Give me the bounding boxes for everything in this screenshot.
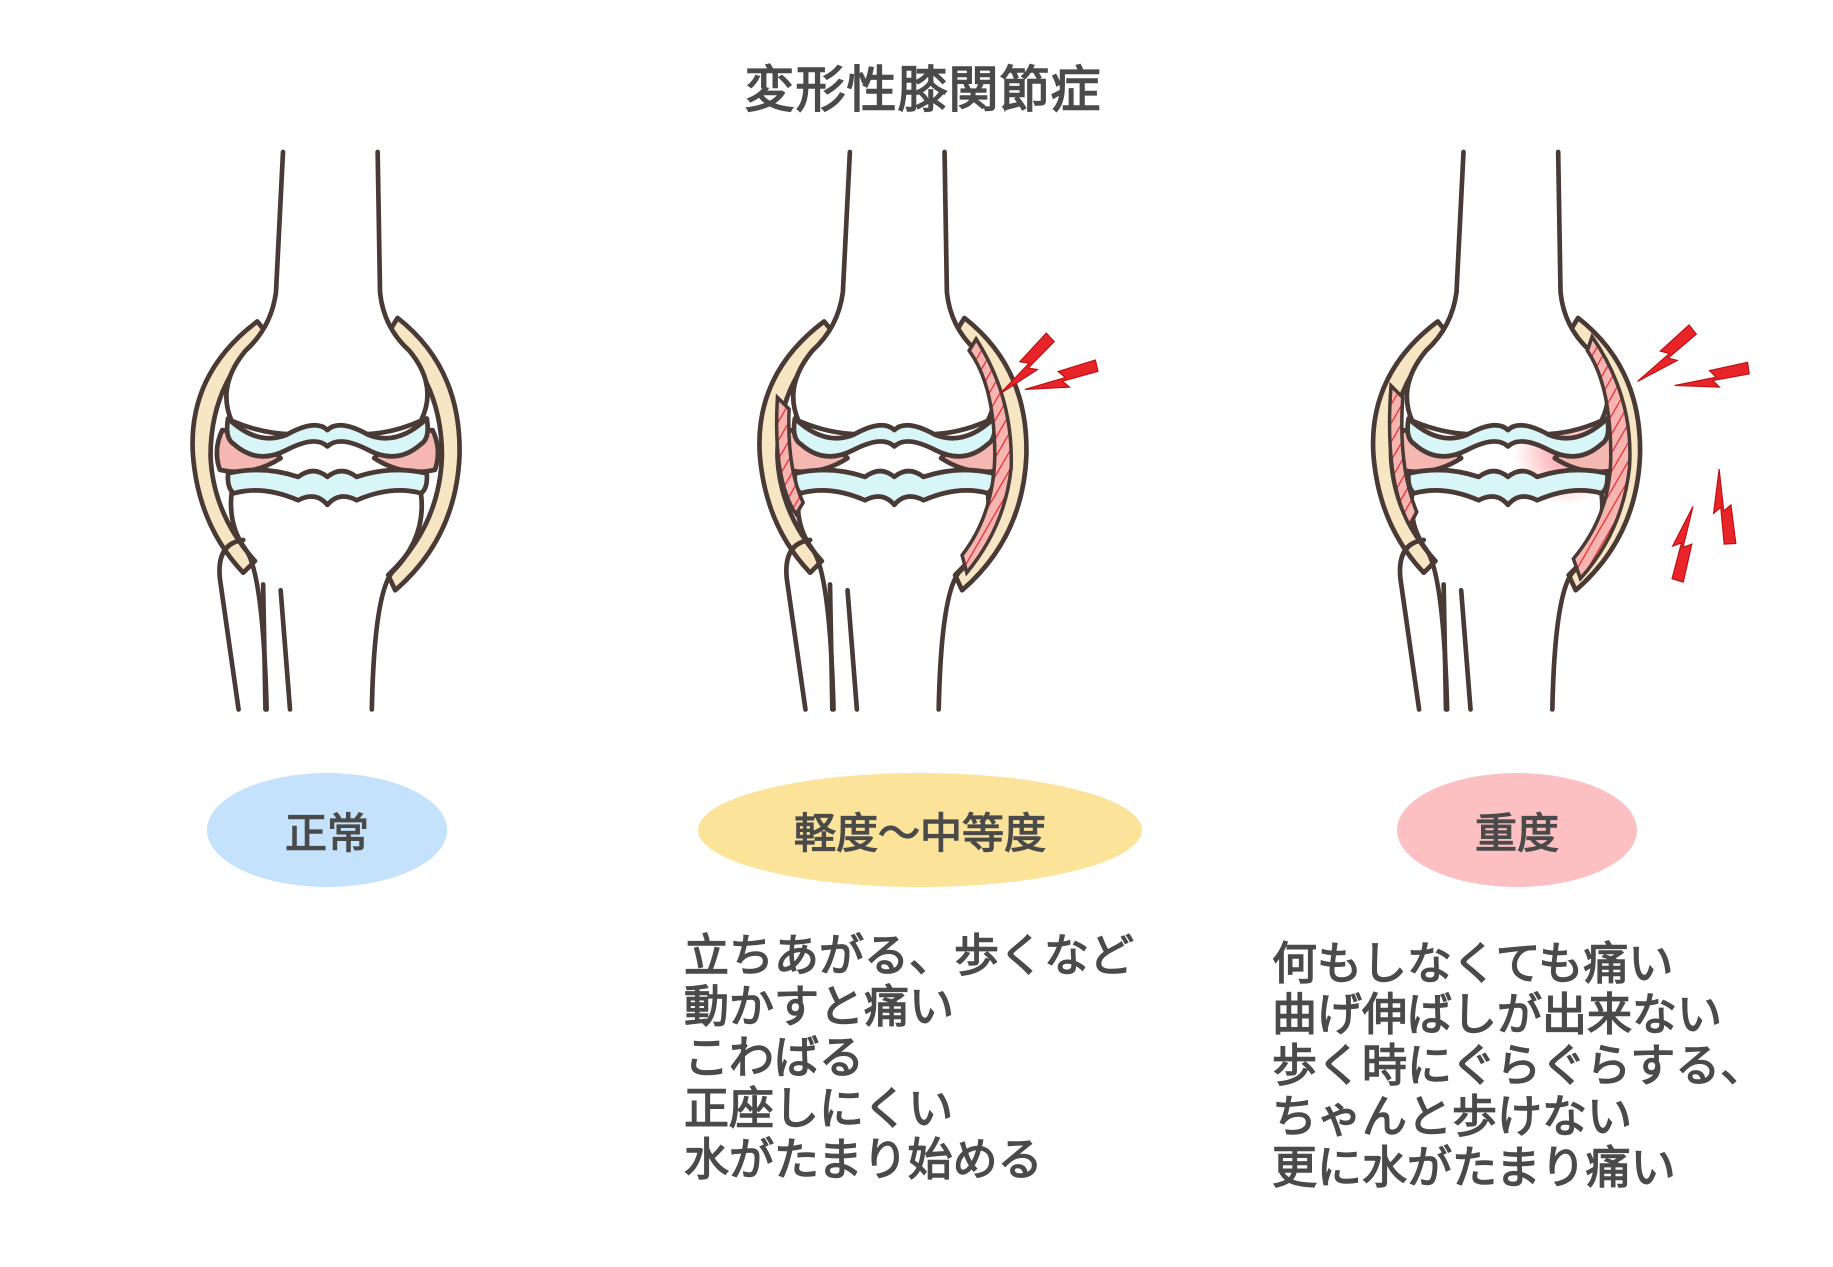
stage-label-severe: 重度: [1397, 773, 1637, 887]
pain-lightning-icon: [1674, 336, 1755, 418]
moderate-symptoms: 立ちあがる、歩くなど 動かすと痛い こわばる 正座しにくい 水がたまり始める: [684, 930, 1134, 1185]
pain-lightning-icon: [1684, 468, 1764, 551]
stage-label-moderate: 軽度～中等度: [698, 773, 1142, 887]
pain-lightning-icon: [1650, 505, 1717, 586]
symptom: 更に水がたまり痛い: [1272, 1141, 1676, 1194]
symptom: 正座しにくい: [684, 1082, 954, 1135]
knee-moderate: [759, 152, 1104, 710]
knee-normal: [193, 152, 460, 710]
stage-label-normal: 正常: [207, 773, 447, 887]
symptom: こわばる: [684, 1031, 865, 1084]
symptom: 曲げ伸ばしが出来ない: [1272, 988, 1723, 1041]
severe-symptoms: 何もしなくても痛い 曲げ伸ばしが出来ない 歩く時にぐらぐらする、 ちゃんと歩けな…: [1272, 938, 1765, 1193]
symptom: 歩く時にぐらぐらする、: [1272, 1039, 1766, 1092]
symptom: 動かすと痛い: [684, 980, 955, 1033]
symptom: 立ちあがる、歩くなど: [684, 929, 1135, 982]
knee-severe: [1373, 152, 1764, 710]
pain-lightning-icon: [1637, 315, 1699, 394]
symptom: 何もしなくても痛い: [1272, 937, 1674, 990]
symptom: ちゃんと歩けない: [1272, 1090, 1633, 1143]
symptom: 水がたまり始める: [684, 1133, 1043, 1186]
page-title: 変形性膝関節症: [744, 61, 1102, 119]
